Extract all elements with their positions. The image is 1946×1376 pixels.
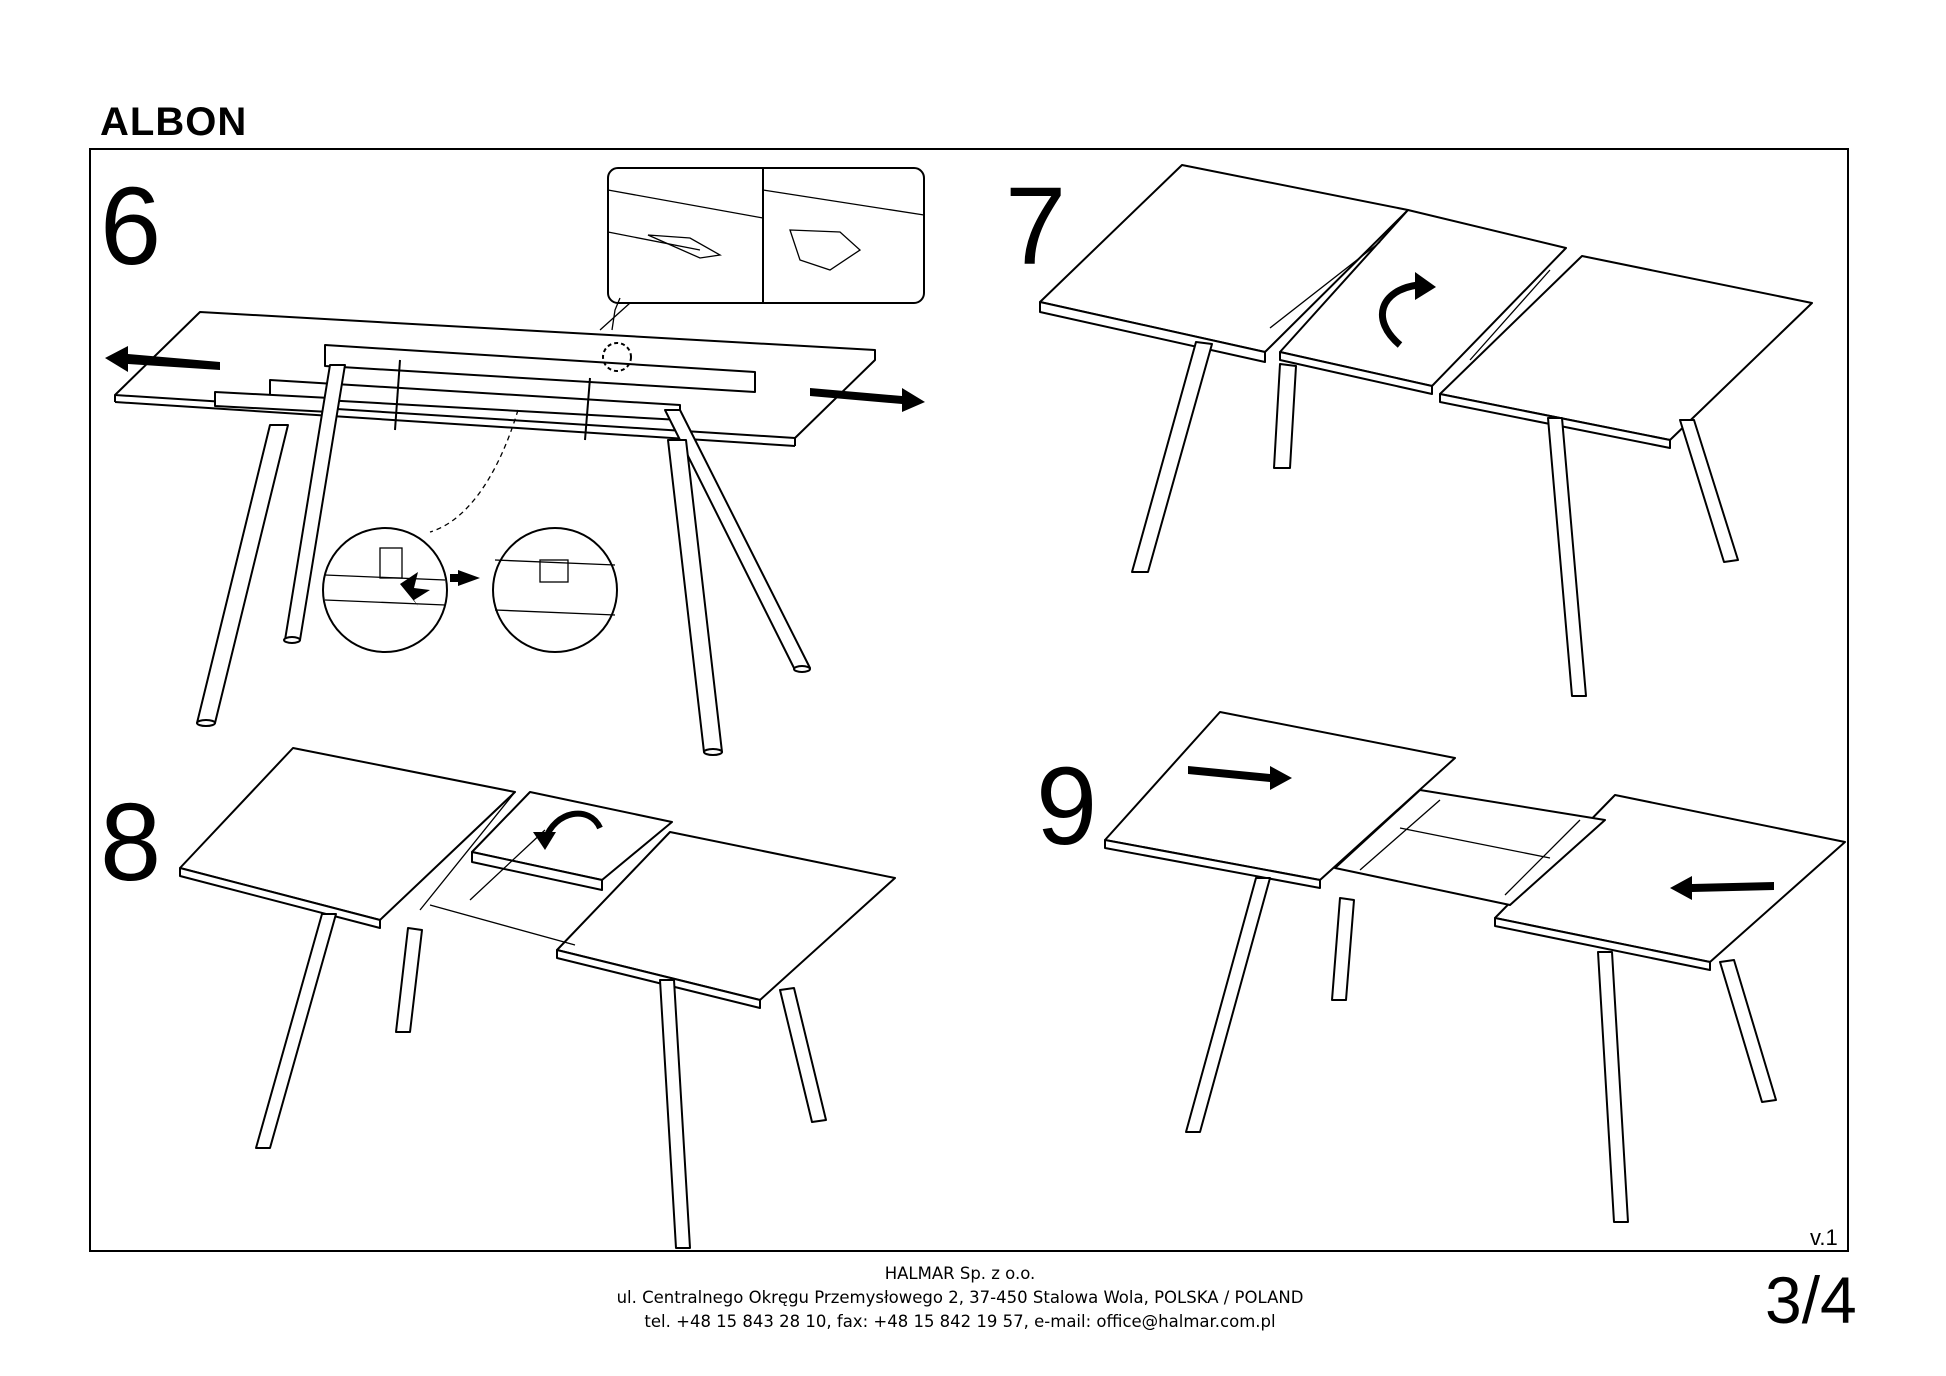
step-7-illustration: [1039, 164, 1813, 697]
step-9-illustration: [1104, 711, 1846, 1223]
step-8-illustration: [179, 747, 896, 1249]
step-6-detail-left: [322, 527, 448, 653]
document-title: ALBON: [100, 100, 248, 144]
step-9-arrow-left: [1670, 876, 1774, 900]
step-6-leg-2: [196, 424, 289, 724]
step-8-top-left: [179, 747, 516, 921]
version-label: v.1: [1810, 1225, 1838, 1250]
footer-address: ul. Centralnego Okręgu Przemysłowego 2, …: [616, 1288, 1304, 1307]
step-6-detail-top: [607, 167, 925, 304]
step-7-number: 7: [1005, 165, 1067, 288]
step-8-number: 8: [100, 781, 162, 904]
footer-company: HALMAR Sp. z o.o.: [884, 1264, 1036, 1283]
page-number: 3/4: [1765, 1263, 1857, 1337]
step-6-arrow-right: [810, 388, 925, 412]
footer-contact: tel. +48 15 843 28 10, fax: +48 15 842 1…: [644, 1312, 1276, 1331]
step-6-number: 6: [100, 165, 162, 288]
step-9-number: 9: [1036, 745, 1098, 868]
step-6-illustration: [105, 167, 925, 756]
step-9-arrow-right: [1188, 766, 1292, 790]
step-6-detail-right: [492, 527, 618, 653]
step-6-rail-back: [324, 344, 756, 393]
illustration-frame: [89, 148, 1849, 1252]
step-6-arrow-left: [105, 346, 220, 372]
